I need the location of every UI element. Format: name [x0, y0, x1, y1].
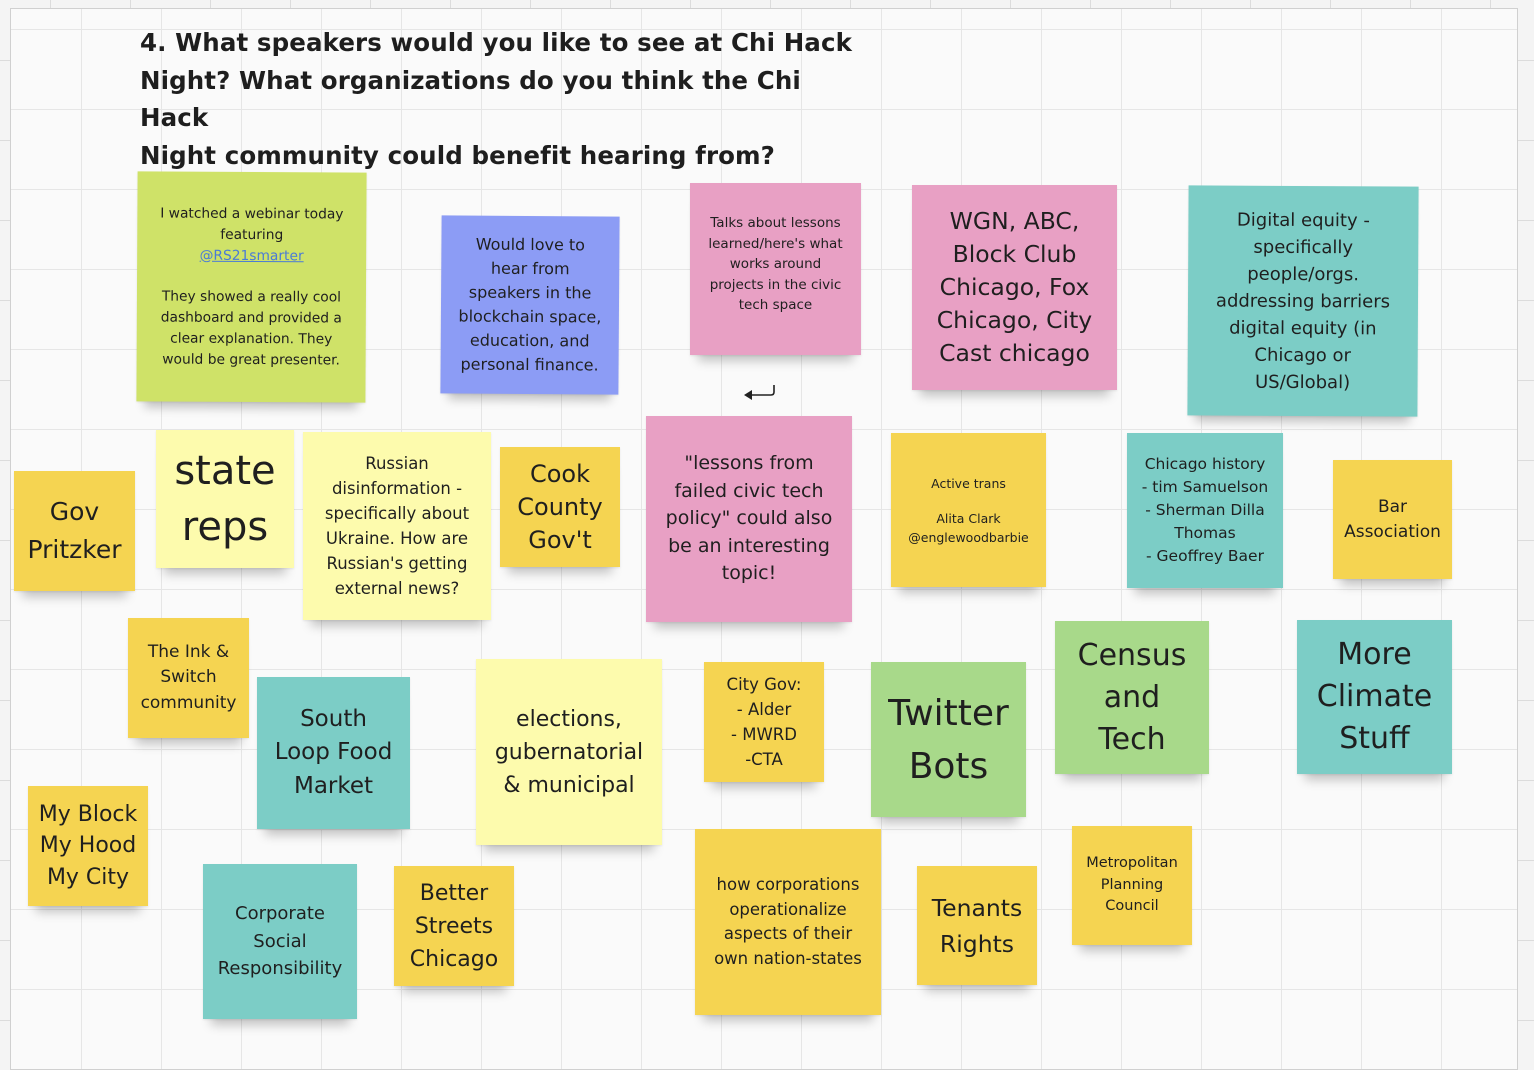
sticky-note-tenants[interactable]: Tenants Rights — [917, 866, 1037, 985]
sticky-note-digital-equity[interactable]: Digital equity - specifically people/org… — [1187, 185, 1419, 417]
sticky-note-webinar[interactable]: I watched a webinar today featuring @RS2… — [136, 171, 367, 403]
sticky-note-gov-pritzker[interactable]: Gov Pritzker — [14, 471, 135, 591]
note-text: Alita Clark @englewoodbarbie — [908, 510, 1029, 545]
sticky-note-census-tech[interactable]: Census and Tech — [1055, 621, 1209, 774]
sticky-note-cook-county[interactable]: Cook County Gov't — [500, 447, 620, 567]
sticky-note-russian-disinformation[interactable]: Russian disinformation - specifically ab… — [303, 432, 491, 620]
note-text: state reps — [174, 448, 276, 550]
note-text: South Loop Food Market — [274, 705, 393, 799]
note-text: Digital equity - specifically people/org… — [1215, 209, 1391, 393]
note-text: Tenants Rights — [931, 893, 1023, 958]
sticky-note-metro-planning[interactable]: Metropolitan Planning Council — [1072, 826, 1192, 945]
sticky-note-chicago-history[interactable]: Chicago history - tim Samuelson - Sherma… — [1127, 433, 1283, 588]
sticky-note-csr[interactable]: Corporate Social Responsibility — [203, 864, 357, 1019]
note-text: Gov Pritzker — [27, 497, 122, 564]
sticky-note-my-block[interactable]: My Block My Hood My City — [28, 786, 148, 906]
sticky-note-city-gov[interactable]: City Gov: - Alder - MWRD -CTA — [704, 662, 824, 782]
sticky-note-climate[interactable]: More Climate Stuff — [1297, 620, 1452, 774]
note-text: More Climate Stuff — [1316, 637, 1433, 756]
sticky-note-state-reps[interactable]: state reps — [156, 430, 294, 568]
note-spacer — [160, 266, 343, 287]
note-text: Corporate Social Responsibility — [217, 903, 343, 980]
sticky-note-twitter-bots[interactable]: Twitter Bots — [871, 662, 1026, 817]
sticky-note-media[interactable]: WGN, ABC, Block Club Chicago, Fox Chicag… — [912, 185, 1117, 390]
note-text: They showed a really cool dashboard and … — [160, 288, 342, 368]
note-text: Russian disinformation - specifically ab… — [324, 454, 470, 598]
note-text: I watched a webinar today featuring — [160, 205, 344, 243]
note-text: how corporations operationalize aspects … — [714, 875, 862, 968]
note-text: "lessons from failed civic tech policy" … — [665, 452, 833, 585]
note-text: Twitter Bots — [888, 692, 1009, 787]
note-text: elections, gubernatorial & municipal — [494, 706, 644, 798]
sticky-note-lessons-learned[interactable]: Talks about lessons learned/here's what … — [690, 183, 861, 355]
note-text: Chicago history - tim Samuelson - Sherma… — [1141, 455, 1269, 565]
note-text: Talks about lessons learned/here's what … — [708, 215, 843, 313]
note-text: Active trans — [931, 475, 1006, 491]
sticky-note-corporations[interactable]: how corporations operationalize aspects … — [695, 829, 881, 1015]
return-arrow-icon[interactable] — [742, 382, 780, 408]
rs21-link[interactable]: @RS21smarter — [199, 247, 304, 264]
sticky-note-blockchain[interactable]: Would love to hear from speakers in the … — [440, 215, 620, 395]
note-text: The Ink & Switch community — [140, 641, 237, 713]
note-text: My Block My Hood My City — [38, 801, 138, 890]
note-text: Bar Association — [1344, 496, 1441, 542]
note-text: Metropolitan Planning Council — [1086, 855, 1178, 915]
sticky-note-south-loop[interactable]: South Loop Food Market — [257, 677, 410, 829]
note-text: Would love to hear from speakers in the … — [458, 234, 602, 375]
sticky-note-elections[interactable]: elections, gubernatorial & municipal — [476, 659, 662, 845]
note-text: Cook County Gov't — [517, 459, 603, 554]
sticky-note-better-streets[interactable]: Better Streets Chicago — [394, 866, 514, 986]
sticky-note-bar-association[interactable]: Bar Association — [1333, 460, 1452, 579]
note-text: Better Streets Chicago — [409, 880, 499, 972]
note-text: City Gov: - Alder - MWRD -CTA — [726, 675, 802, 769]
note-text: WGN, ABC, Block Club Chicago, Fox Chicag… — [936, 207, 1093, 367]
sticky-note-active-trans[interactable]: Active trans Alita Clark @englewoodbarbi… — [891, 433, 1046, 587]
sticky-note-failed-policy[interactable]: "lessons from failed civic tech policy" … — [646, 416, 852, 622]
sticky-note-ink-switch[interactable]: The Ink & Switch community — [128, 618, 249, 738]
note-text: Census and Tech — [1077, 637, 1187, 757]
board-question-heading: 4. What speakers would you like to see a… — [140, 28, 852, 170]
note-spacer — [908, 493, 1029, 509]
